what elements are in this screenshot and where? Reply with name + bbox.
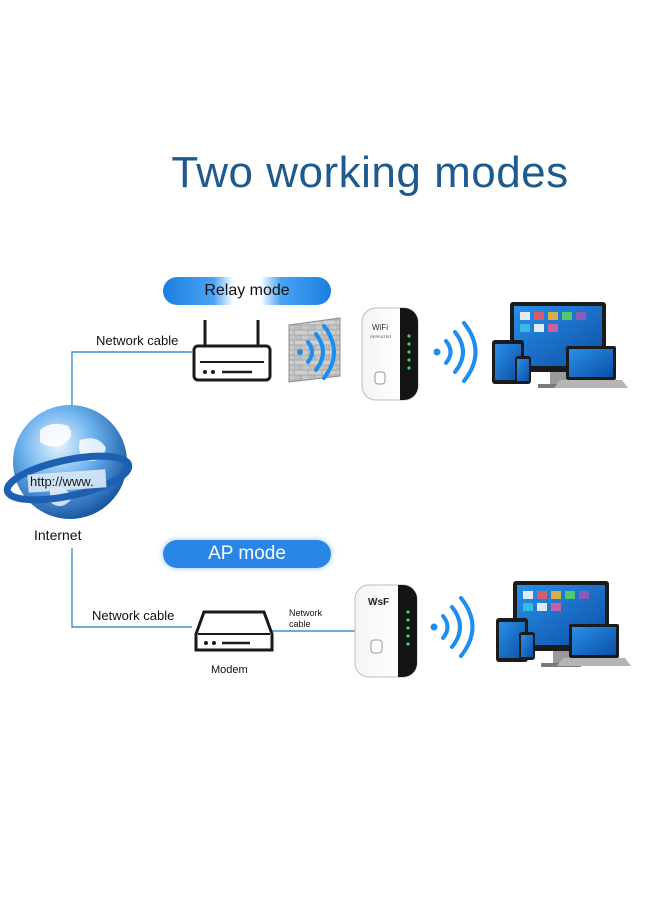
page-title: Two working modes [171,148,569,197]
ap-extender-brand: WsF [368,597,389,608]
ap-wifi-extender-icon: WsF [354,584,418,678]
relay-wifi-signal-icon [433,321,478,383]
modem-label: Modem [211,664,248,676]
wall-wifi-signal-icon [297,324,336,380]
relay-extender-sub: REPEATER [370,334,391,339]
router-icon [192,320,272,382]
modem-icon [194,610,274,652]
ap-cable-label: Network cable [92,608,175,623]
relay-mode-badge: Relay mode [163,277,331,305]
relay-cable-label: Network cable [96,333,179,348]
ap-devices-icon [496,581,631,667]
relay-devices-icon [492,302,628,388]
internet-globe-icon: http://www. [3,405,133,519]
ap-mode-badge: AP mode [163,540,331,568]
relay-wifi-extender-icon: WiFi REPEATER [361,307,419,401]
ap-inner-cable-label-1: Network [289,608,323,618]
ap-mode-label: AP mode [208,543,286,564]
relay-mode-label: Relay mode [204,282,290,299]
ap-inner-cable-label-2: cable [289,619,311,629]
ap-wifi-signal-icon [430,596,475,658]
internet-label: Internet [34,527,82,543]
internet-url-text: http://www. [30,474,94,489]
relay-extender-brand: WiFi [372,323,388,332]
